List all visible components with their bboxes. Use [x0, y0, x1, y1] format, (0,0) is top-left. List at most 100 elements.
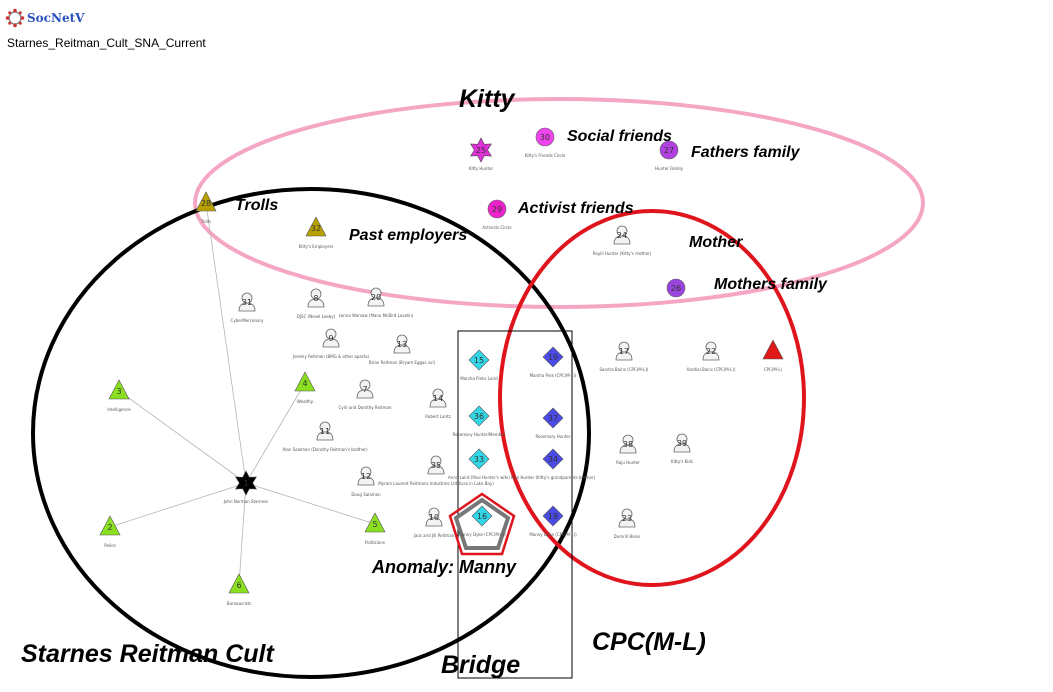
mothers-family-label: Mothers family	[714, 276, 828, 293]
node-shape-person	[316, 421, 334, 441]
node-caption: Doug Salaman	[351, 492, 381, 497]
node-shape-triangle	[364, 512, 386, 533]
node-number: 27	[664, 146, 674, 155]
node-number: 7	[362, 385, 367, 394]
cpc-label: CPC(M-L)	[592, 628, 706, 656]
activist-friends-label: Activist friends	[517, 200, 634, 217]
node-caption: Paul Hunter (Kitty's grandparents brothe…	[511, 475, 596, 480]
cult-label: Starnes Reitman Cult	[21, 640, 276, 668]
node-shape-person	[425, 507, 443, 527]
node-shape-person	[357, 466, 375, 486]
node-n26[interactable]: 26	[666, 278, 686, 298]
node-caption: Marsha Pink (CPC(M-L))	[530, 373, 577, 378]
anomaly-label: Anomaly: Manny	[371, 557, 517, 577]
node-caption: DJSC (Nexel Leeby)	[297, 314, 336, 319]
edge-n1-n28	[205, 202, 247, 484]
node-number: 4	[302, 379, 307, 388]
node-shape-triangle	[294, 371, 316, 392]
node-shape-person	[618, 508, 636, 528]
fathers-family-label: Fathers family	[691, 144, 801, 161]
node-shape-person	[307, 288, 325, 308]
node-shape-triangle	[228, 573, 250, 594]
node-caption: Hardial Bains (CPC(M-L))	[686, 367, 736, 372]
node-number: 32	[311, 224, 321, 233]
node-number: 25	[476, 146, 486, 155]
node-caption: Anna Laird (Paul Hunter's wife)	[448, 475, 510, 480]
node-shape-triangle	[305, 216, 327, 237]
node-caption: Wealthy	[297, 399, 314, 404]
node-shape-person	[322, 328, 340, 348]
node-number: 33	[474, 455, 484, 464]
edge-n1-n5	[245, 482, 376, 525]
node-number: 23	[622, 514, 632, 523]
node-shape-diamond	[468, 349, 490, 371]
node-caption: CPC(M-L)	[764, 367, 783, 372]
node-number: 10	[429, 513, 439, 522]
node-number: 28	[201, 199, 211, 208]
edge-n1-n4	[245, 382, 306, 484]
node-number: 11	[320, 427, 330, 436]
node-n21[interactable]: CPC(M-L)	[762, 339, 784, 372]
node-number: 8	[313, 294, 318, 303]
node-shape-triangle	[99, 515, 121, 536]
node-shape-person	[613, 225, 631, 245]
edge-n1-n6	[238, 482, 247, 586]
node-caption: Hunter Family	[655, 166, 684, 171]
node-shape-diamond	[542, 407, 564, 429]
node-caption: Rosemary Hunter	[536, 434, 571, 439]
node-number: 19	[548, 353, 558, 362]
kitty-region	[193, 97, 925, 309]
node-number: 24	[617, 231, 627, 240]
node-number: 18	[548, 512, 558, 521]
node-number: 14	[433, 394, 443, 403]
node-shape-diamond	[542, 448, 564, 470]
node-number: 26	[671, 284, 681, 293]
cpc-region	[498, 209, 806, 587]
node-shape-star6	[470, 137, 492, 163]
kitty-label: Kitty	[459, 85, 516, 113]
node-shape-circle	[659, 140, 679, 160]
node-caption: Kitty Hunter	[469, 166, 494, 171]
node-shape-person	[673, 433, 691, 453]
node-caption: Raylil Hunter (Kitty's mother)	[593, 251, 652, 256]
node-number: 37	[548, 414, 558, 423]
